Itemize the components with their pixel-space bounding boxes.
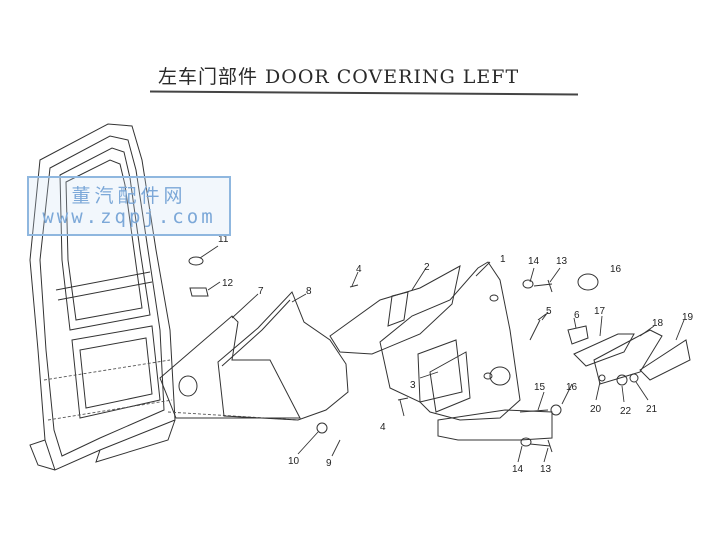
callout-20: 20 [590, 404, 602, 415]
watermark: 董汽配件网 www.zqpj.com [27, 176, 231, 236]
callout-14-lower: 14 [512, 464, 524, 475]
callout-4-upper: 4 [356, 264, 362, 275]
callout-9: 9 [326, 458, 332, 469]
panel-8 [217, 291, 349, 421]
callout-7: 7 [258, 286, 264, 297]
trim-2 [329, 265, 461, 355]
callout-8: 8 [306, 286, 312, 297]
door-frame [29, 123, 176, 471]
watermark-url: www.zqpj.com [42, 206, 216, 228]
inner-panel-1 [379, 261, 521, 421]
callout-labels: 1 2 3 4 4 5 6 7 8 9 10 11 12 13 13 14 14… [218, 234, 694, 475]
callout-4-lower: 4 [380, 422, 386, 433]
callout-5: 5 [546, 306, 552, 317]
callout-12: 12 [222, 278, 234, 289]
callout-16-upper: 16 [610, 264, 622, 275]
pocket-3 [429, 351, 471, 413]
callout-18: 18 [652, 318, 664, 329]
callout-3: 3 [410, 380, 416, 391]
page-title: 左车门部件 DOOR COVERING LEFT [158, 66, 520, 88]
callout-11: 11 [218, 234, 229, 245]
callout-22: 22 [620, 406, 632, 417]
hardware [188, 256, 691, 453]
watermark-text-cn: 董汽配件网 [71, 185, 187, 207]
callout-19: 19 [682, 312, 694, 323]
callout-13-upper: 13 [556, 256, 568, 267]
callout-6: 6 [574, 310, 580, 321]
callout-14-upper: 14 [528, 256, 540, 267]
leader-lines [199, 245, 685, 463]
armrest [437, 409, 553, 441]
callout-15: 15 [534, 382, 546, 393]
callout-10: 10 [288, 456, 300, 467]
callout-1: 1 [500, 254, 506, 265]
callout-16-lower: 16 [566, 382, 578, 393]
callout-21: 21 [646, 404, 658, 415]
callout-13-lower: 13 [540, 464, 552, 475]
callout-2: 2 [424, 262, 430, 273]
callout-17: 17 [594, 306, 606, 317]
panel-7 [159, 315, 301, 419]
